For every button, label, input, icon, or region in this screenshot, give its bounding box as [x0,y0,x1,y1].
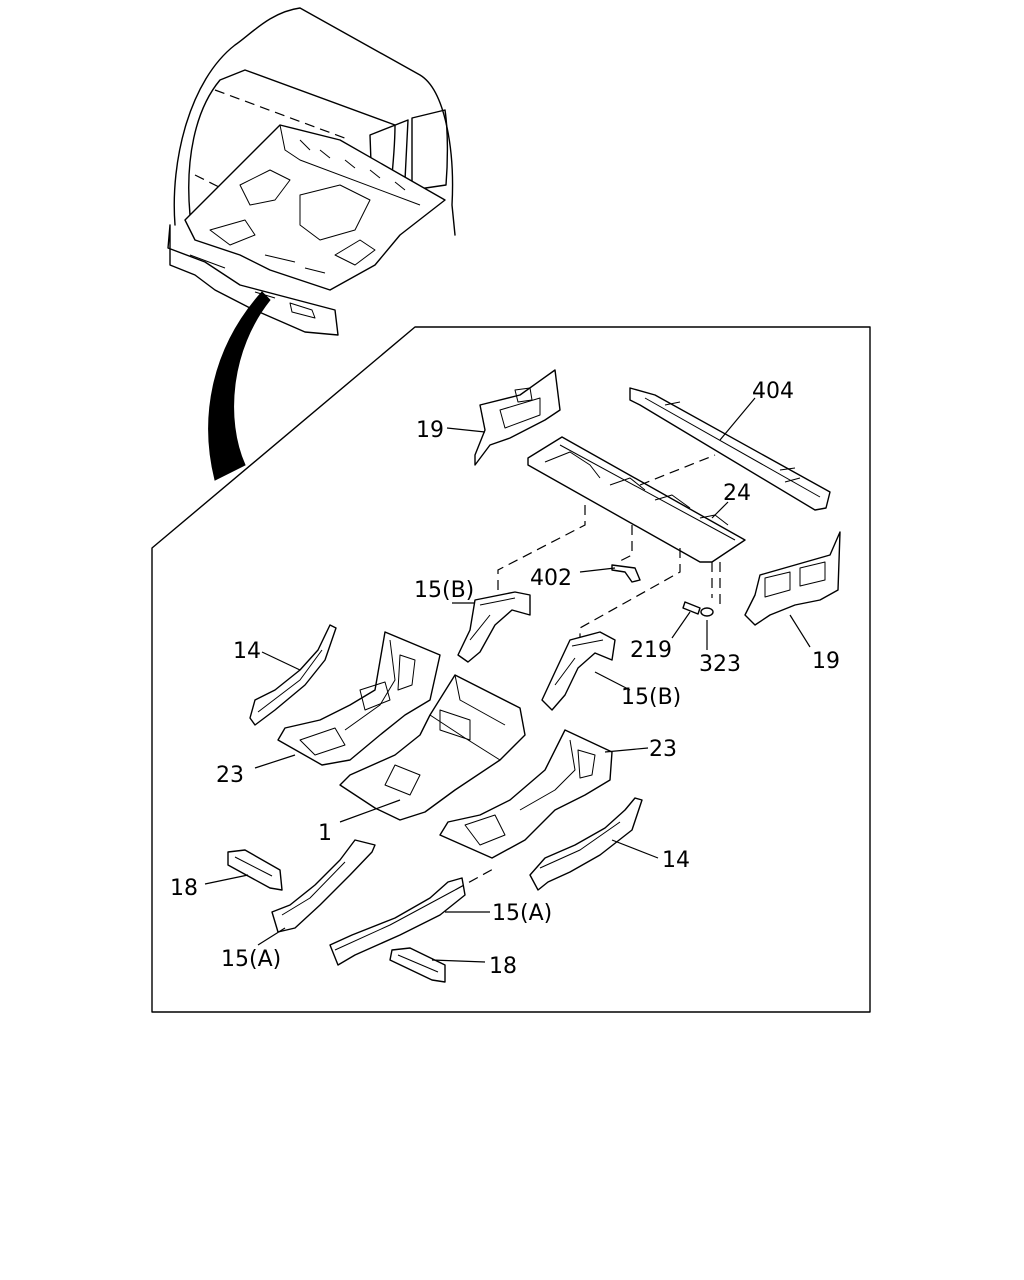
assembly-line-15a [454,867,496,891]
part-23-right-floor [439,729,613,859]
callout-24: 24 [723,481,751,506]
detail-frame [151,326,871,1013]
part-18-bottom-bracket [389,947,446,983]
callout-404: 404 [752,379,794,404]
part-323 [700,607,714,617]
cab-overview [167,7,456,481]
part-18-left-bracket [227,849,283,891]
callout-323: 323 [699,652,741,677]
part-23-left-floor [277,631,441,766]
callout-15b-mid: 15(B) [621,685,681,710]
callout-15a-left: 15(A) [221,947,281,972]
detail-pointer-arrow [208,291,271,481]
callout-402: 402 [530,566,572,591]
callout-23-left: 23 [216,763,244,788]
leader-lines [204,397,811,963]
assembly-line-24-402 [617,525,633,563]
callout-15b-top: 15(B) [414,578,474,603]
callout-18-left: 18 [170,876,198,901]
callout-14-left: 14 [233,639,261,664]
assembly-line-24-15b [497,505,586,592]
part-1-center-floor [339,674,526,821]
part-14-left-rail [249,624,337,726]
part-24-rear-floor [527,436,746,563]
part-404-crossmember [629,387,831,511]
callout-219: 219 [630,638,672,663]
callout-19-top: 19 [416,418,444,443]
part-15a-right-rail [329,877,466,966]
part-219 [682,601,701,615]
part-402-bracket [611,564,641,583]
part-14-right-rail [529,797,643,891]
part-19-top-panel [474,369,561,466]
callout-14-right: 14 [662,848,690,873]
part-15a-left-rail [271,839,376,933]
part-19-right-panel [744,531,841,626]
part-15b-mid-rail [541,631,616,711]
callout-23-right: 23 [649,737,677,762]
callout-19-right: 19 [812,649,840,674]
callout-18-bottom: 18 [489,954,517,979]
callout-1: 1 [318,821,332,846]
callout-15a-right: 15(A) [492,901,552,926]
part-15b-top-rail [457,591,531,663]
assembly-line-404-24 [639,454,716,486]
